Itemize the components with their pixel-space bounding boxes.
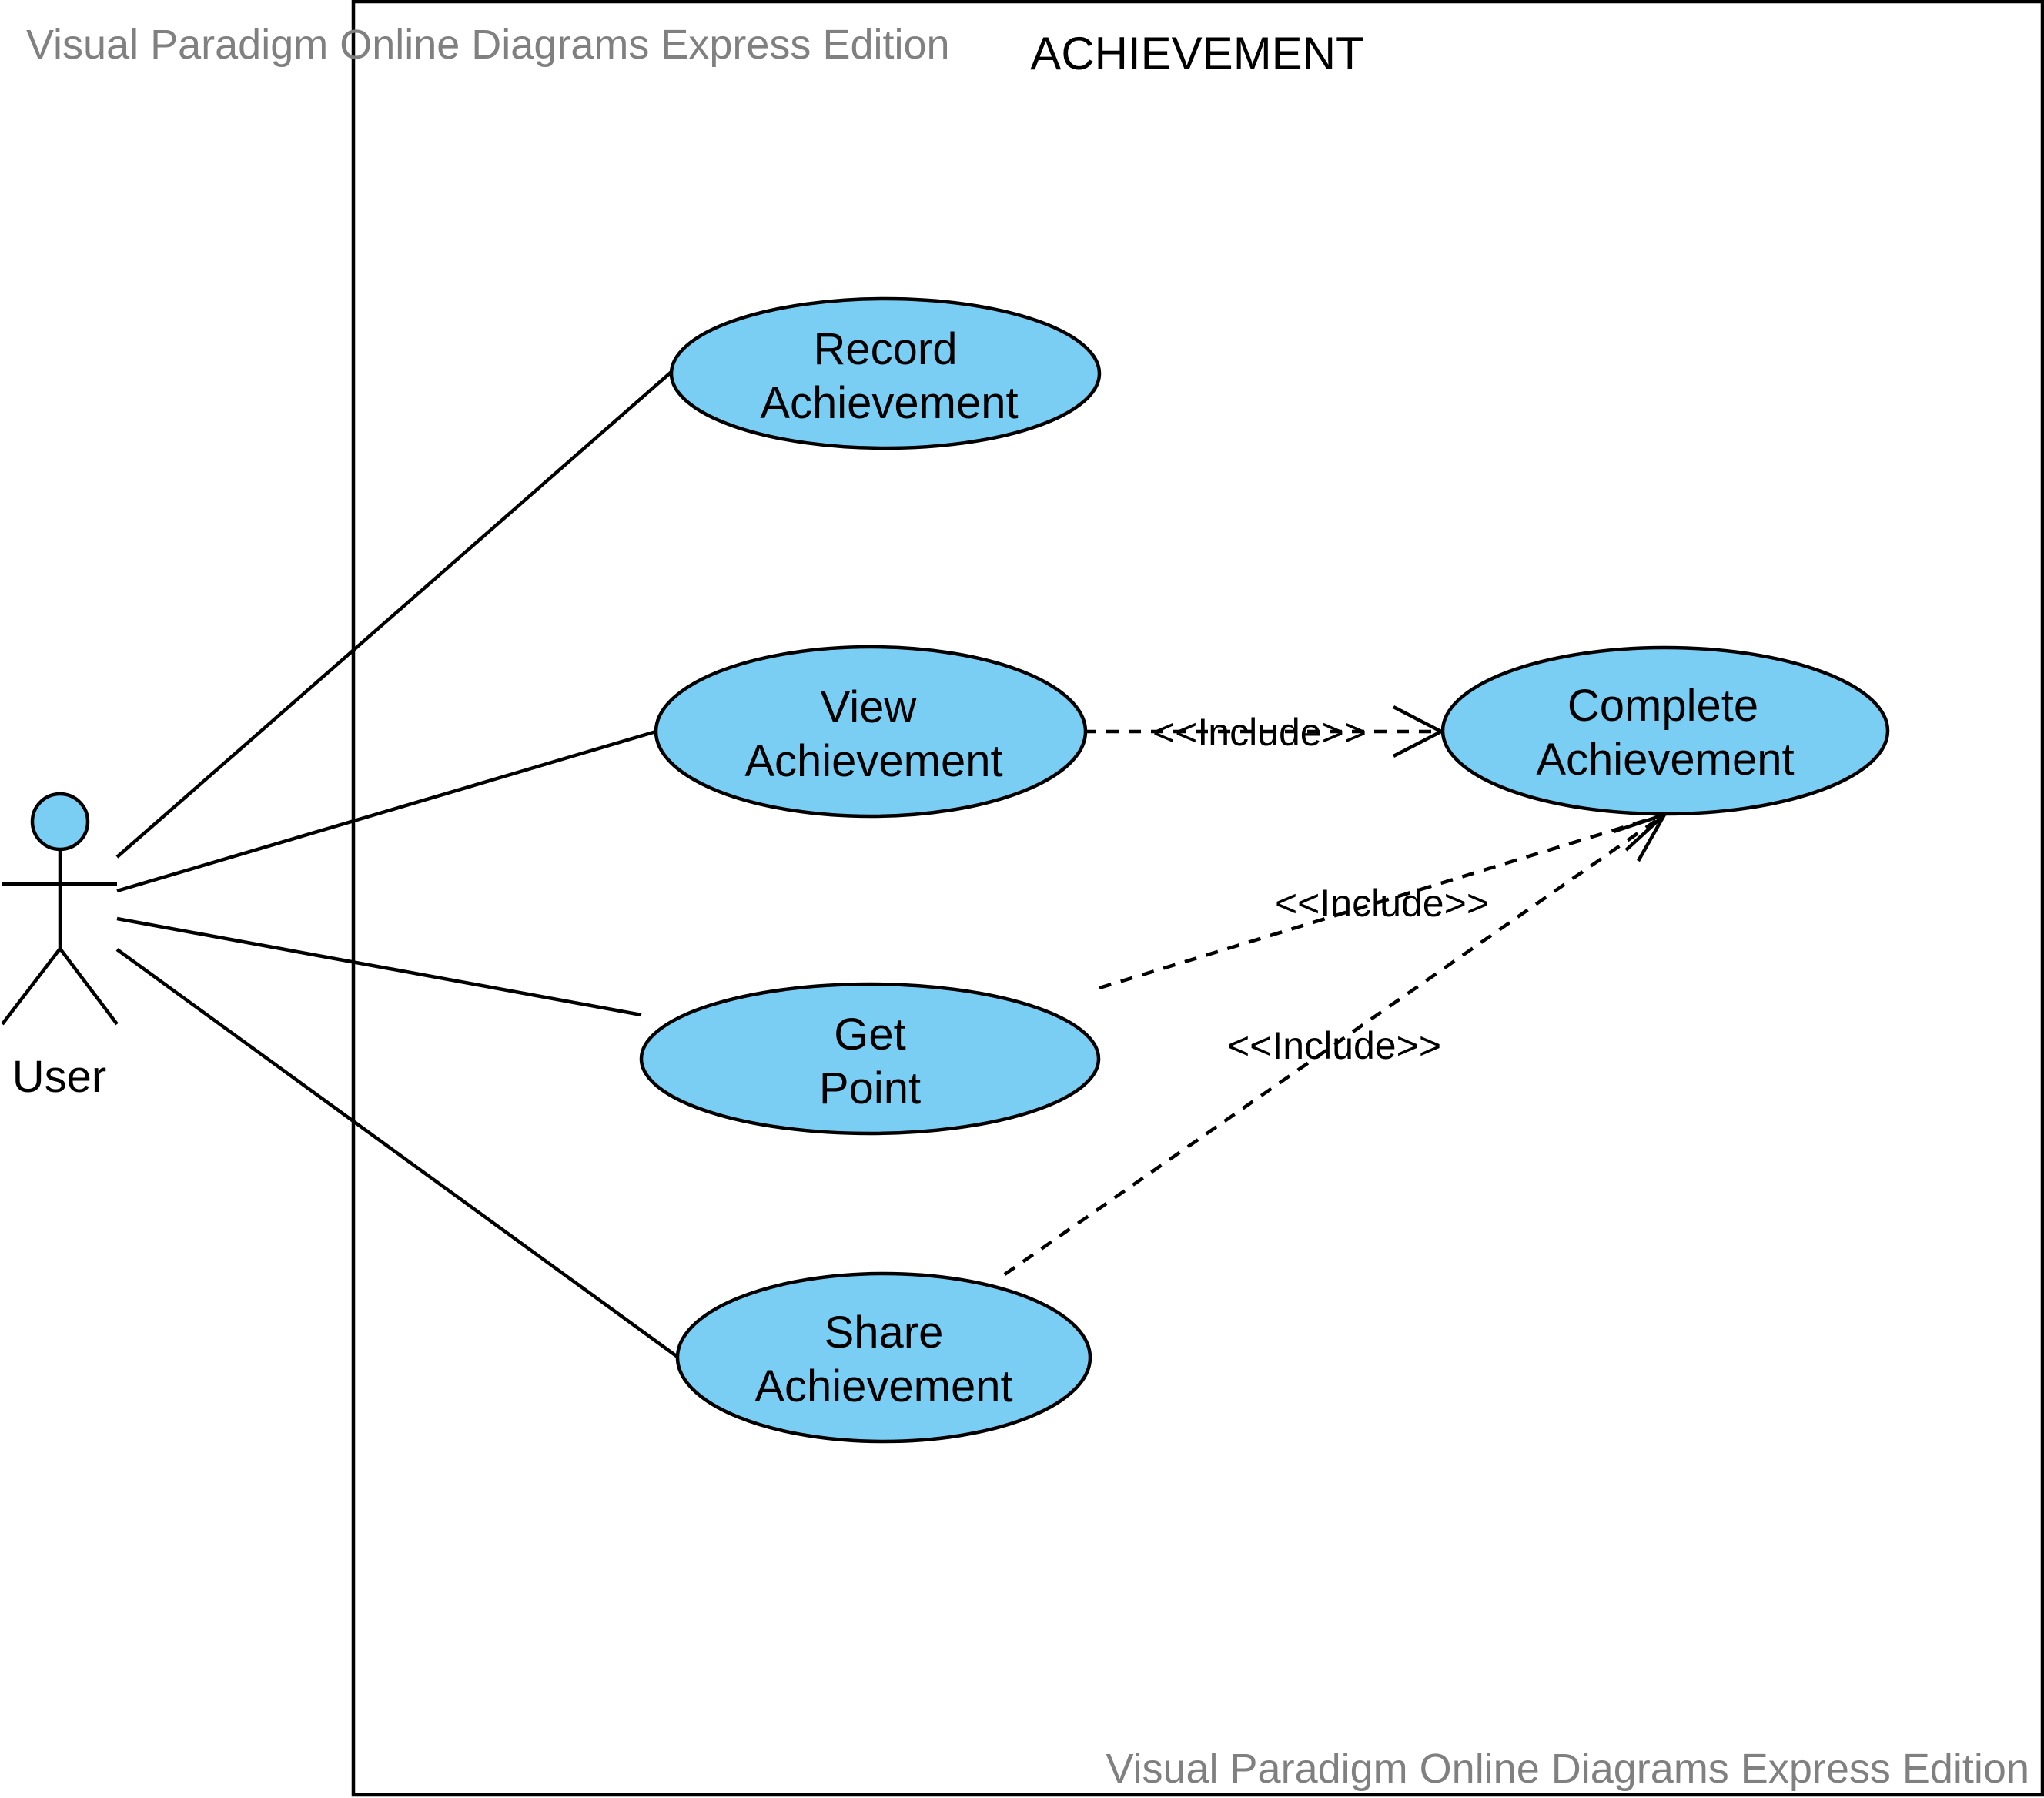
include-share-complete[interactable] [1003, 813, 1666, 1276]
use-case-get-point-label-line2: Point [819, 1063, 921, 1113]
use-case-complete-label-line2: Achievement [1536, 735, 1794, 785]
use-case-get-point-label-line1: Get [834, 1009, 906, 1060]
association-record[interactable] [115, 370, 673, 859]
use-case-get-point-shape [639, 982, 1101, 1136]
use-case-record-label-line2: Achievement [760, 378, 1018, 428]
actor-left-leg [1, 947, 62, 1026]
use-case-share-shape [675, 1271, 1092, 1444]
watermark-bottom: Visual Paradigm Online Diagrams Express … [1106, 1746, 2029, 1792]
system-boundary[interactable] [351, 0, 2044, 1797]
use-case-record-achievement[interactable]: Record Achievement [669, 296, 1102, 450]
use-case-complete-shape [1440, 645, 1890, 816]
include-label-view: <<Include>> [1152, 711, 1367, 754]
use-case-get-point[interactable]: Get Point [639, 982, 1101, 1136]
use-case-view-achievement[interactable]: View Achievement [654, 645, 1088, 819]
use-case-share-achievement[interactable]: Share Achievement [675, 1271, 1092, 1444]
use-case-view-label-line2: Achievement [744, 736, 1002, 786]
association-view[interactable] [116, 729, 657, 893]
actor-label: User [12, 1052, 106, 1102]
association-get-point[interactable] [116, 916, 642, 1017]
include-get-point-complete[interactable] [1099, 812, 1665, 990]
use-case-view-label-line1: View [821, 682, 918, 732]
use-case-record-shape [669, 296, 1102, 450]
use-case-complete-label-line1: Complete [1567, 681, 1758, 731]
actor-head [30, 792, 90, 852]
include-label-get-point: <<Include>> [1275, 882, 1489, 925]
use-case-share-label-line1: Share [825, 1307, 944, 1358]
use-case-share-label-line2: Achievement [754, 1361, 1012, 1411]
include-label-share: <<Include>> [1227, 1024, 1441, 1067]
watermark-top: Visual Paradigm Online Diagrams Express … [26, 22, 950, 68]
use-case-view-shape [654, 645, 1088, 819]
use-case-complete-achievement[interactable]: Complete Achievement [1440, 645, 1890, 816]
actor-user[interactable]: User [1, 792, 119, 1102]
actor-right-leg [59, 947, 119, 1026]
system-title: ACHIEVEMENT [1030, 28, 1363, 79]
use-case-record-label-line1: Record [814, 324, 958, 374]
association-share[interactable] [115, 948, 682, 1361]
